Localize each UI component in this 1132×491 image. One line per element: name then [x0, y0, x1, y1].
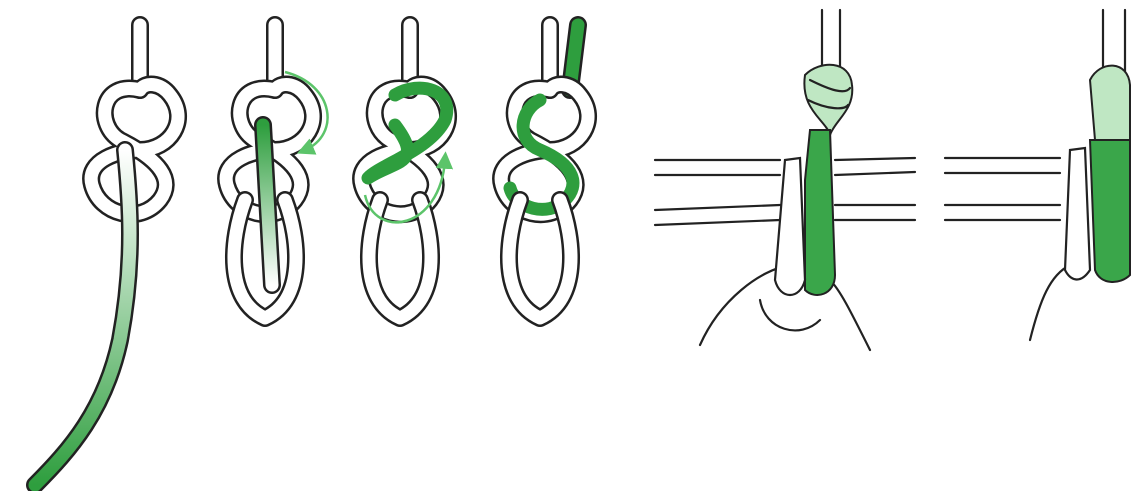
step-5-harness-front	[655, 10, 915, 350]
step-3-retrace	[361, 25, 448, 318]
green-tail	[35, 150, 130, 485]
step-6-harness-side	[945, 10, 1130, 340]
green-rope-figure-eight	[804, 10, 852, 295]
step-4-finished	[501, 25, 588, 318]
step-1-figure-eight	[35, 25, 178, 485]
step-2-thread-loop	[226, 25, 327, 318]
white-rope-through-harness	[775, 158, 805, 295]
green-end	[263, 125, 272, 285]
